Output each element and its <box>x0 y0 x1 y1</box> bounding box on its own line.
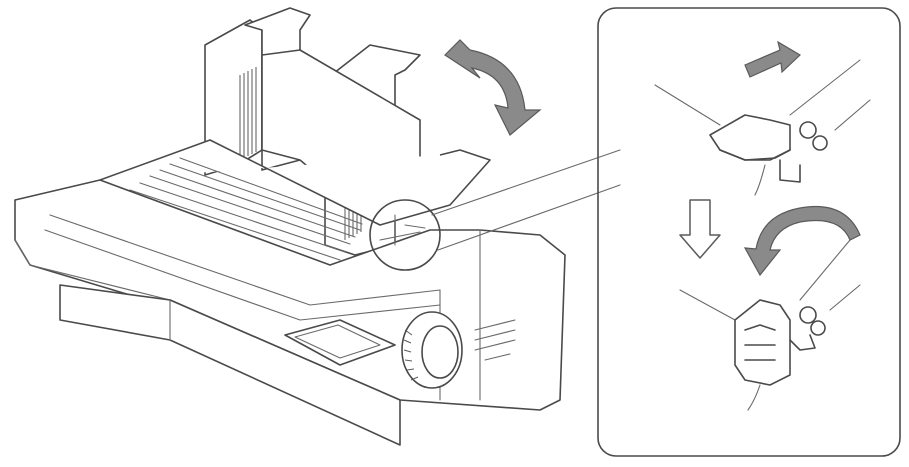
arrow-down-icon <box>679 199 721 259</box>
callout-line-bottom <box>437 184 621 251</box>
curved-arrow-down-icon <box>743 205 861 277</box>
top-cover <box>99 139 491 226</box>
rotation-arrow-icon <box>444 39 542 136</box>
callout-line-top <box>431 149 621 216</box>
arrow-up-right-icon <box>744 40 801 78</box>
lever-detail-lower <box>679 239 861 411</box>
lever-detail-upper <box>654 59 871 196</box>
platen-knob[interactable] <box>401 311 463 389</box>
detail-circle <box>369 199 441 271</box>
detail-panel <box>597 7 901 457</box>
printer <box>14 7 621 446</box>
side-vents <box>474 319 516 361</box>
cover-ribs <box>129 157 363 261</box>
control-panel <box>284 319 396 366</box>
